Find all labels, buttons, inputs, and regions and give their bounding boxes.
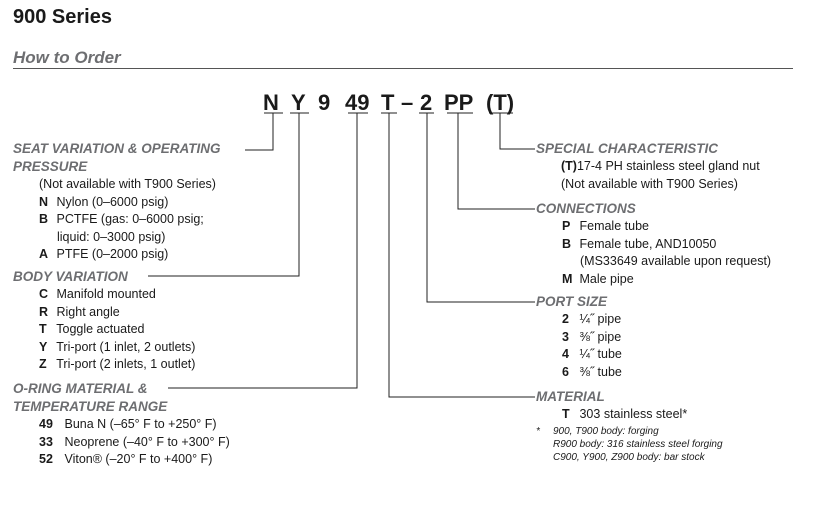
item-code: 52: [39, 452, 53, 466]
footnote-mark: *: [536, 425, 540, 437]
list-item: A PTFE (0–2000 psig): [39, 246, 221, 264]
item-text: PTFE (0–2000 psig): [56, 247, 169, 261]
item-text: Tri-port (2 inlets, 1 outlet): [56, 357, 196, 371]
divider: [13, 68, 793, 69]
page-title: 900 Series: [13, 6, 112, 28]
item-text: Toggle actuated: [56, 322, 145, 336]
list-item-cont: liquid: 0–3000 psig): [57, 229, 166, 244]
special-section: SPECIAL CHARACTERISTIC (T)17-4 PH stainl…: [536, 140, 760, 193]
item-code: C: [39, 287, 49, 301]
list-item: 49 Buna N (–65° F to +250° F): [39, 416, 230, 434]
item-code: (T): [561, 159, 577, 173]
special-heading: SPECIAL CHARACTERISTIC: [536, 141, 719, 156]
list-item: 52 Viton® (–20° F to +400° F): [39, 451, 230, 469]
list-item: T Toggle actuated: [39, 321, 195, 339]
code-dash: –: [401, 90, 414, 115]
connections-section: CONNECTIONS P Female tube B Female tube,…: [536, 200, 771, 288]
body-section: BODY VARIATION C Manifold mounted R Righ…: [13, 268, 195, 374]
item-code: B: [562, 236, 572, 251]
item-text: PCTFE (gas: 0–6000 psig;: [56, 212, 204, 226]
item-text: Female tube, AND10050: [579, 236, 717, 251]
footnote: 900, T900 body: forging: [553, 425, 659, 437]
code-special: (T): [486, 90, 515, 115]
item-text: ¼˝ tube: [579, 347, 622, 361]
item-text: Buna N (–65° F to +250° F): [64, 417, 217, 431]
item-text: ¼˝ pipe: [579, 312, 622, 326]
list-item-cont: (MS33649 available upon request): [580, 254, 772, 268]
list-item: 4 ¼˝ tube: [562, 346, 622, 364]
seat-heading: SEAT VARIATION & OPERATING: [13, 141, 221, 156]
item-text: Right angle: [56, 304, 120, 319]
item-code: 4: [562, 347, 569, 361]
list-item: (T)17-4 PH stainless steel gland nut: [561, 158, 760, 176]
list-item: T 303 stainless steel*: [562, 406, 723, 424]
list-item: R Right angle: [39, 304, 195, 322]
footnote: R900 body: 316 stainless steel forging: [553, 438, 723, 450]
code-material: T: [381, 90, 395, 115]
code-seat: N: [263, 90, 279, 115]
item-text: Nylon (0–6000 psig): [56, 194, 169, 209]
item-code: T: [39, 322, 47, 336]
list-item: Z Tri-port (2 inlets, 1 outlet): [39, 356, 195, 374]
item-text: ⅜˝ pipe: [579, 329, 622, 344]
item-code: 33: [39, 434, 53, 449]
item-text: Manifold mounted: [56, 287, 156, 301]
item-text: Female tube: [579, 219, 649, 233]
code-series: 9: [318, 90, 331, 115]
list-item: 33 Neoprene (–40° F to +300° F): [39, 434, 230, 452]
port-heading: PORT SIZE: [536, 294, 608, 309]
list-item: B Female tube, AND10050: [562, 236, 771, 254]
list-item: Y Tri-port (1 inlet, 2 outlets): [39, 339, 195, 357]
item-text: ⅜˝ tube: [579, 364, 622, 379]
material-section: MATERIAL T 303 stainless steel* * 900, T…: [536, 388, 723, 464]
footnote: C900, Y900, Z900 body: bar stock: [553, 451, 705, 463]
material-heading: MATERIAL: [536, 389, 605, 404]
item-code: T: [562, 407, 570, 421]
item-code: P: [562, 219, 571, 233]
item-code: 49: [39, 417, 53, 431]
seat-note: (Not available with T900 Series): [39, 177, 216, 191]
seat-heading-2: PRESSURE: [13, 159, 88, 174]
item-code: B: [39, 212, 49, 226]
code-body: Y: [291, 90, 306, 115]
connections-heading: CONNECTIONS: [536, 201, 636, 216]
item-text: 303 stainless steel*: [579, 407, 688, 421]
item-code: 3: [562, 329, 569, 344]
oring-section: O-RING MATERIAL & TEMPERATURE RANGE 49 B…: [13, 380, 230, 469]
body-heading: BODY VARIATION: [13, 269, 128, 284]
list-item: M Male pipe: [562, 271, 771, 289]
item-code: M: [562, 271, 573, 286]
item-code: 6: [562, 364, 569, 379]
section-subtitle: How to Order: [13, 48, 121, 67]
item-code: Z: [39, 357, 47, 371]
code-oring: 49: [345, 90, 370, 115]
oring-heading: O-RING MATERIAL &: [13, 381, 148, 396]
port-section: PORT SIZE 2 ¼˝ pipe 3 ⅜˝ pipe 4 ¼˝ tube …: [536, 293, 622, 381]
code-connection: PP: [444, 90, 474, 115]
list-item: N Nylon (0–6000 psig): [39, 194, 221, 212]
item-text: Tri-port (1 inlet, 2 outlets): [56, 339, 196, 354]
code-port: 2: [420, 90, 433, 115]
item-text: Male pipe: [579, 271, 634, 286]
item-code: 2: [562, 312, 569, 326]
list-item: 6 ⅜˝ tube: [562, 364, 622, 382]
item-code: R: [39, 304, 49, 319]
list-item: P Female tube: [562, 218, 771, 236]
list-item: 2 ¼˝ pipe: [562, 311, 622, 329]
item-text: Neoprene (–40° F to +300° F): [64, 434, 230, 449]
item-code: A: [39, 247, 49, 261]
seat-section: SEAT VARIATION & OPERATING PRESSURE (Not…: [13, 140, 221, 264]
special-note: (Not available with T900 Series): [561, 176, 738, 191]
oring-heading-2: TEMPERATURE RANGE: [13, 399, 168, 414]
item-text: 17-4 PH stainless steel gland nut: [576, 159, 760, 173]
list-item: B PCTFE (gas: 0–6000 psig;: [39, 211, 221, 229]
item-text: Viton® (–20° F to +400° F): [64, 452, 213, 466]
list-item: C Manifold mounted: [39, 286, 195, 304]
item-code: Y: [39, 339, 48, 354]
list-item: 3 ⅜˝ pipe: [562, 329, 622, 347]
item-code: N: [39, 194, 49, 209]
